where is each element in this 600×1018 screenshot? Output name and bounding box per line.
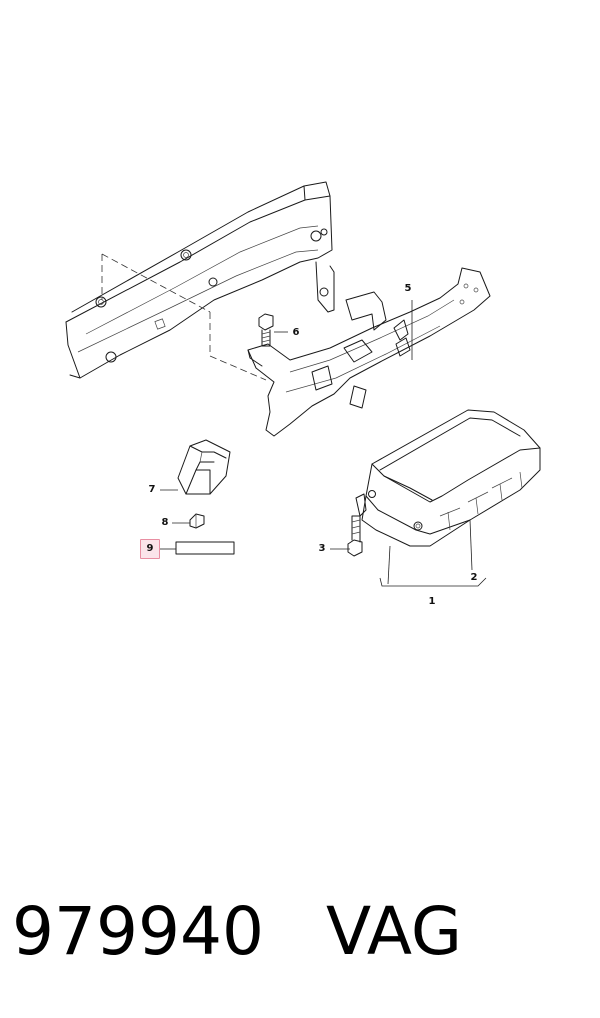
callout-9-highlighted[interactable]: 9 — [140, 539, 160, 559]
frame-beam — [65, 181, 335, 381]
callout-1[interactable]: 1 — [428, 596, 436, 607]
bolt-6 — [258, 313, 274, 347]
callout-8[interactable]: 8 — [161, 517, 169, 528]
part-number: 979940 — [12, 893, 264, 970]
pad-7 — [177, 439, 231, 495]
screw-8 — [189, 513, 205, 529]
callout-6[interactable]: 6 — [292, 327, 300, 338]
leader-lines — [160, 300, 487, 587]
airbag-module — [355, 409, 541, 547]
callout-3[interactable]: 3 — [318, 543, 326, 554]
callout-7[interactable]: 7 — [148, 484, 156, 495]
bolt-3 — [347, 515, 363, 557]
label-strip-9 — [175, 541, 235, 555]
callout-5[interactable]: 5 — [404, 283, 412, 294]
callout-2[interactable]: 2 — [470, 572, 478, 583]
parts-exploded-diagram — [65, 181, 541, 587]
brand-name: VAG — [325, 893, 463, 970]
part-caption: 979940 VAG — [12, 892, 462, 972]
mounting-bracket — [247, 267, 491, 437]
